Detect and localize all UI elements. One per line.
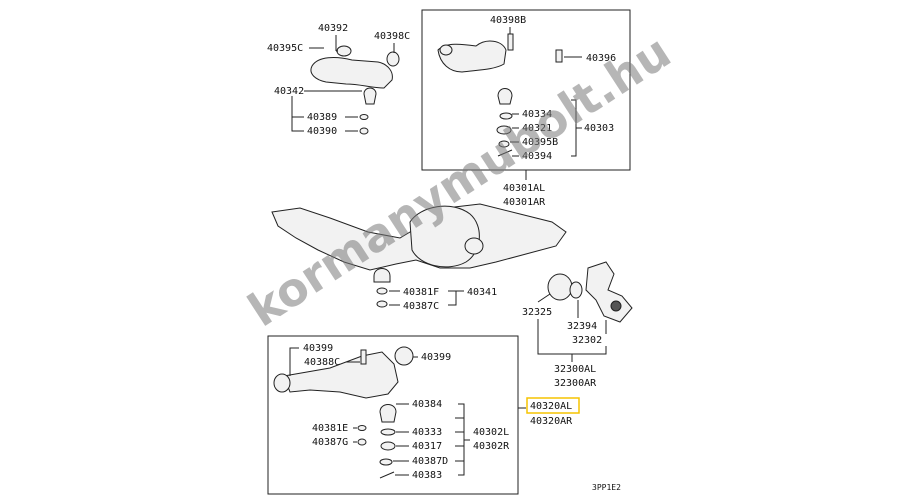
ball-joint-40317-drawing: [379, 404, 397, 423]
label-40387g[interactable]: 40387G: [312, 437, 348, 448]
washer-40387g-drawing: [357, 438, 367, 446]
ball-joint-40317b-drawing: [380, 441, 396, 451]
pin-40383-drawing: [379, 471, 395, 479]
bushing-40399a-drawing: [273, 373, 291, 393]
hub-32325-drawing: [547, 273, 573, 301]
upper-arm-assembly-left: [310, 45, 400, 135]
dust-cover-40334-drawing: [499, 112, 513, 120]
lower-arm-assembly: [273, 346, 414, 479]
nut-40387d-drawing: [379, 458, 393, 466]
diagram-code: 3PP1E2: [592, 483, 621, 492]
label-40399a[interactable]: 40399: [303, 343, 333, 354]
upper-arm-left-drawing: [310, 57, 393, 89]
label-40342[interactable]: 40342: [274, 86, 304, 97]
label-40301al[interactable]: 40301AL: [503, 183, 545, 194]
nut-40381e-drawing: [357, 425, 367, 431]
label-32302[interactable]: 32302: [572, 335, 602, 346]
lower-arm-box: [267, 335, 519, 495]
label-40341[interactable]: 40341: [467, 287, 497, 298]
bushing-40398c-drawing: [386, 51, 400, 67]
highlight-box-40320al: [526, 397, 580, 414]
frame-assembly: [271, 203, 567, 308]
bump-stop-40341-drawing: [373, 268, 391, 283]
upper-arm-assembly-right: [437, 33, 563, 157]
label-40395b[interactable]: 40395B: [522, 137, 558, 148]
label-40384[interactable]: 40384: [412, 399, 442, 410]
lower-arm-drawing: [283, 351, 399, 399]
dust-cover-40333-drawing: [380, 428, 396, 436]
label-40387d[interactable]: 40387D: [412, 456, 448, 467]
label-40396[interactable]: 40396: [586, 53, 616, 64]
label-40302l[interactable]: 40302L: [473, 427, 509, 438]
arm-bushing-drawing: [439, 44, 453, 56]
washer-40387c-drawing: [376, 300, 388, 308]
bracket-40341: [448, 290, 457, 306]
label-40387c[interactable]: 40387C: [403, 301, 439, 312]
label-40394[interactable]: 40394: [522, 151, 552, 162]
label-40390[interactable]: 40390: [307, 126, 337, 137]
bracket-40342: [291, 96, 304, 132]
bolt-40396-drawing: [555, 49, 563, 63]
label-40381e[interactable]: 40381E: [312, 423, 348, 434]
label-40388c[interactable]: 40388C: [304, 357, 340, 368]
label-40399b[interactable]: 40399: [421, 352, 451, 363]
bracket-40302: [458, 403, 465, 476]
label-40389[interactable]: 40389: [307, 112, 337, 123]
label-40395c[interactable]: 40395C: [267, 43, 303, 54]
bolt-40398b-drawing: [507, 33, 514, 51]
bolt-40388c-drawing: [360, 349, 367, 365]
ball-joint-40321b-drawing: [496, 125, 512, 135]
flange-drawing: [464, 237, 484, 255]
label-40320al[interactable]: 40320AL: [530, 401, 572, 412]
nut-40389-drawing: [359, 114, 369, 120]
label-40321[interactable]: 40321: [522, 123, 552, 134]
label-32300al[interactable]: 32300AL: [554, 364, 596, 375]
seal-32394-drawing: [569, 281, 583, 299]
nut-40381f-drawing: [376, 287, 388, 295]
knuckle-assembly: [547, 261, 633, 323]
label-40381f[interactable]: 40381F: [403, 287, 439, 298]
ball-joint-40342-drawing: [363, 87, 377, 105]
label-40302r[interactable]: 40302R: [473, 441, 510, 452]
knuckle-32302-drawing: [585, 261, 633, 323]
pin-40394-drawing: [497, 149, 513, 157]
label-40303[interactable]: 40303: [584, 123, 614, 134]
bushing-40399b-drawing: [394, 346, 414, 366]
leader-32325: [537, 293, 551, 303]
label-40383[interactable]: 40383: [412, 470, 442, 481]
nut-40395b-drawing: [498, 140, 510, 148]
label-32394[interactable]: 32394: [567, 321, 597, 332]
upper-arm-right-drawing: [437, 40, 507, 73]
label-32325[interactable]: 32325: [522, 307, 552, 318]
label-40334[interactable]: 40334: [522, 109, 552, 120]
ball-joint-40321-drawing: [497, 88, 513, 105]
label-40392[interactable]: 40392: [318, 23, 348, 34]
leader-40399a: [289, 347, 299, 376]
label-40398c[interactable]: 40398C: [374, 31, 410, 42]
washer-40390-drawing: [359, 127, 369, 135]
knuckle-hole-drawing: [610, 300, 622, 312]
label-40301ar[interactable]: 40301AR: [503, 197, 546, 208]
label-40320ar[interactable]: 40320AR: [530, 416, 573, 427]
label-40398b[interactable]: 40398B: [490, 15, 526, 26]
label-32300ar[interactable]: 32300AR: [554, 378, 597, 389]
bushing-40392-drawing: [336, 45, 352, 57]
label-40317[interactable]: 40317: [412, 441, 442, 452]
label-40333[interactable]: 40333: [412, 427, 442, 438]
